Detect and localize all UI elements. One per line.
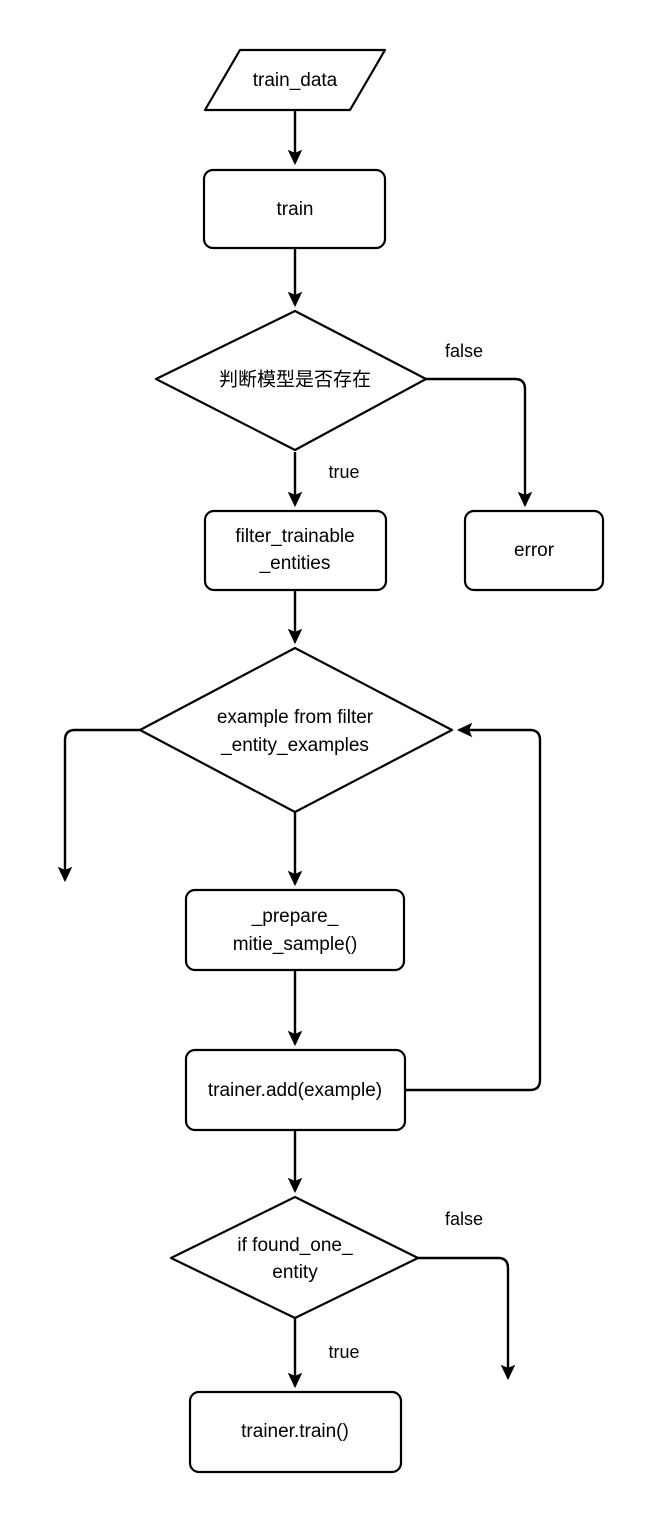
found_one-shape <box>169 1195 420 1320</box>
found_one-label-line2: entity <box>272 1262 318 1283</box>
prepare_sample-label-line2: mitie_sample() <box>233 934 358 955</box>
edge-example_loop-exit-left <box>57 728 140 883</box>
node-train[interactable]: train <box>202 168 387 250</box>
filter_entities-label-line2: _entities <box>259 553 331 574</box>
trainer_add-shape <box>184 1048 407 1132</box>
node-filter_entities[interactable]: filter_trainable _entities <box>203 509 388 592</box>
filter_entities-label-line1: filter_trainable <box>235 526 354 547</box>
edge-label-model_exists-true: true <box>328 462 359 482</box>
example_loop-label-line1: example from filter <box>217 707 374 728</box>
node-example_loop[interactable]: example from filter _entity_examples <box>138 646 454 814</box>
prepare_sample-shape <box>184 888 406 972</box>
train_data-label: train_data <box>253 70 338 91</box>
found_one-label-line1: if found_one_ <box>237 1235 353 1256</box>
model_exists-shape <box>154 309 428 452</box>
example_loop-shape <box>138 646 454 814</box>
edge-model_exists-false-to-error <box>426 377 533 508</box>
node-model_exists[interactable]: 判断模型是否存在 <box>154 309 428 452</box>
edges-layer <box>57 110 542 1389</box>
train_data-shape <box>203 48 387 112</box>
node-trainer_add[interactable]: trainer.add(example) <box>184 1048 407 1132</box>
edge-label-found_one-true: true <box>328 1342 359 1362</box>
edge-label-found_one-false: false <box>445 1209 483 1229</box>
trainer_train-shape <box>188 1390 403 1474</box>
edge-trainer_add-loop-back-to-example_loop <box>405 722 542 1092</box>
filter_entities-shape <box>203 509 388 592</box>
example_loop-label-line2: _entity_examples <box>220 735 369 756</box>
trainer_add-label: trainer.add(example) <box>208 1080 382 1101</box>
node-trainer_train[interactable]: trainer.train() <box>188 1390 403 1474</box>
trainer_train-label: trainer.train() <box>241 1421 349 1442</box>
node-prepare_sample[interactable]: _prepare_ mitie_sample() <box>184 888 406 972</box>
edge-label-model_exists-false: false <box>445 341 483 361</box>
edge-labels-layer: false true false true <box>328 341 483 1362</box>
train-shape <box>202 168 387 250</box>
error-label: error <box>514 540 555 561</box>
error-shape <box>463 509 605 592</box>
node-error[interactable]: error <box>463 509 605 592</box>
model_exists-label: 判断模型是否存在 <box>219 369 371 391</box>
train-label: train <box>277 199 314 220</box>
node-found_one[interactable]: if found_one_ entity <box>169 1195 420 1320</box>
edge-found_one-false-exit <box>418 1256 516 1381</box>
node-train_data[interactable]: train_data <box>203 48 387 112</box>
prepare_sample-label-line1: _prepare_ <box>251 906 339 927</box>
